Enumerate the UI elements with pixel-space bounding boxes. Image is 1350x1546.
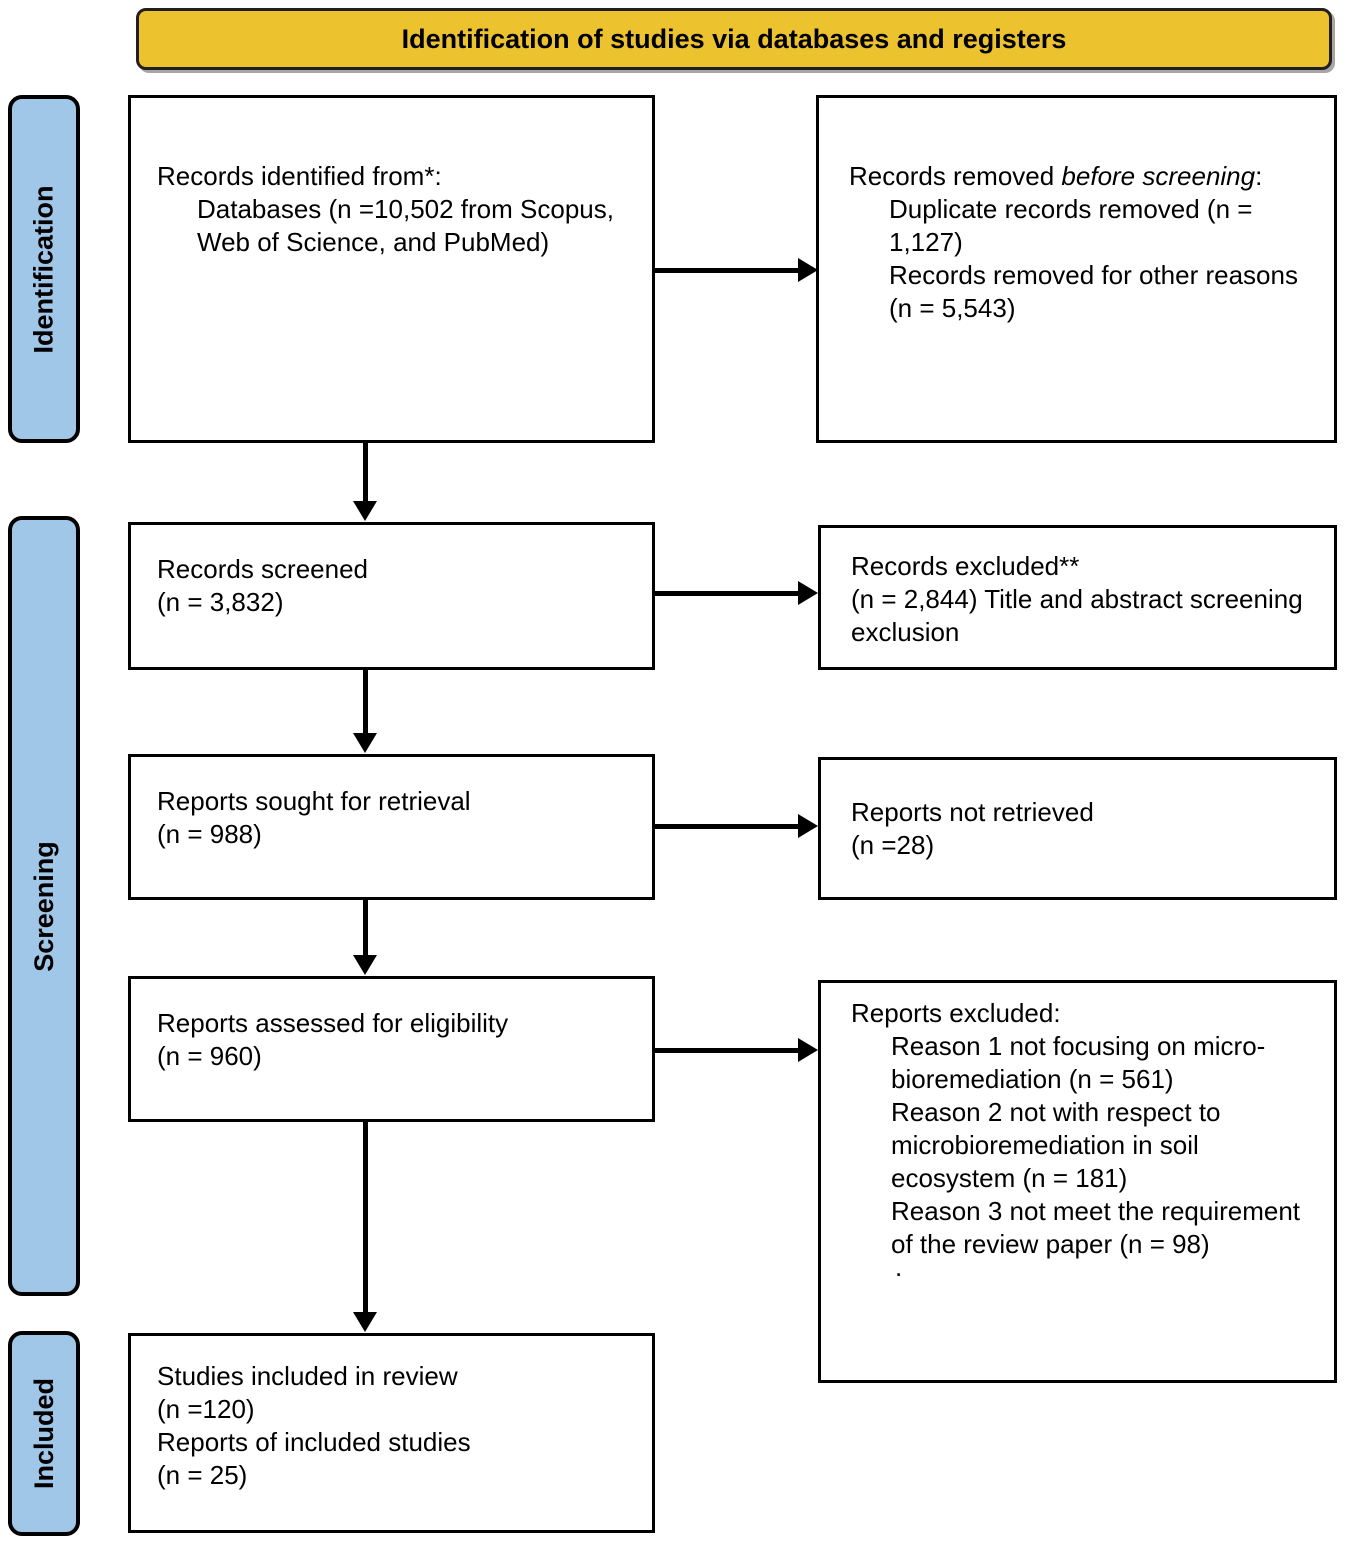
records-excluded-line-1: Records excluded**: [851, 551, 1080, 581]
reports-excluded-line-3: Reason 2 not with respect to microbiorem…: [891, 1097, 1221, 1194]
records-identified-line-2: Databases (n =10,502 from Scopus, Web of…: [197, 194, 614, 258]
arrow-screened-to-excluded: [655, 581, 818, 605]
box-records-excluded-content: Records excluded** (n = 2,844) Title and…: [851, 550, 1320, 649]
box-records-screened: Records screened (n = 3,832): [128, 522, 655, 670]
box-reports-sought-content: Reports sought for retrieval (n = 988): [157, 785, 640, 851]
reports-assessed-line-1: Reports assessed for eligibility: [157, 1008, 509, 1038]
arrow-identified-to-screened: [353, 443, 377, 521]
arrow-sought-to-not-retrieved: [655, 814, 818, 838]
box-records-removed-before-screening: Records removed before screening: Duplic…: [816, 95, 1337, 443]
arrow-screened-to-sought: [353, 670, 377, 753]
box-studies-included-content: Studies included in review (n =120) Repo…: [157, 1360, 640, 1492]
box-reports-sought-for-retrieval: Reports sought for retrieval (n = 988): [128, 754, 655, 900]
reports-excluded-line-4: Reason 3 not meet the requirement of the…: [891, 1196, 1301, 1260]
box-studies-included: Studies included in review (n =120) Repo…: [128, 1333, 655, 1533]
studies-included-line-1: Studies included in review: [157, 1361, 458, 1391]
box-reports-assessed-for-eligibility: Reports assessed for eligibility (n = 96…: [128, 976, 655, 1122]
stage-label-included-text: Included: [28, 1377, 59, 1490]
records-removed-line-3: Records removed for other reasons (n = 5…: [889, 260, 1298, 324]
stage-label-screening: Screening: [8, 516, 80, 1296]
arrow-identified-to-removed: [655, 258, 818, 282]
records-screened-line-1: Records screened: [157, 554, 368, 584]
reports-assessed-line-2: (n = 960): [157, 1041, 262, 1072]
arrow-assessed-to-reports-excluded: [655, 1038, 818, 1062]
records-removed-line-1-tail: :: [1255, 161, 1263, 191]
records-removed-line-1: Records removed before screening:: [849, 160, 1320, 193]
box-reports-not-retrieved-content: Reports not retrieved (n =28): [851, 796, 1320, 862]
reports-excluded-line-5: .: [895, 1252, 903, 1283]
box-records-identified-content: Records identified from*: Databases (n =…: [157, 160, 640, 259]
stage-label-included: Included: [8, 1331, 80, 1536]
reports-not-retrieved-line-1: Reports not retrieved: [851, 797, 1094, 827]
box-records-removed-content: Records removed before screening: Duplic…: [849, 160, 1320, 325]
box-reports-not-retrieved: Reports not retrieved (n =28): [818, 757, 1337, 900]
reports-sought-line-2: (n = 988): [157, 819, 262, 850]
reports-not-retrieved-line-2: (n =28): [851, 830, 935, 861]
box-reports-excluded-content: Reports excluded: Reason 1 not focusing …: [851, 997, 1320, 1283]
banner-title: Identification of studies via databases …: [401, 23, 1067, 54]
reports-excluded-line-2: Reason 1 not focusing on micro-bioremedi…: [891, 1031, 1266, 1095]
records-excluded-line-2: (n = 2,844) Title and abstract screening…: [851, 584, 1303, 648]
records-screened-line-2: (n = 3,832): [157, 587, 284, 618]
studies-included-line-2: (n =120): [157, 1394, 255, 1425]
studies-included-line-4: (n = 25): [157, 1460, 248, 1491]
records-removed-line-1-plain: Records removed: [849, 161, 1062, 191]
stage-label-screening-text: Screening: [28, 840, 59, 972]
records-removed-line-2: Duplicate records removed (n = 1,127): [889, 194, 1253, 258]
records-identified-line-1: Records identified from*:: [157, 161, 442, 191]
box-records-screened-content: Records screened (n = 3,832): [157, 553, 640, 619]
diagram-banner: Identification of studies via databases …: [136, 8, 1332, 70]
reports-sought-line-1: Reports sought for retrieval: [157, 786, 471, 816]
box-records-identified: Records identified from*: Databases (n =…: [128, 95, 655, 443]
stage-label-identification: Identification: [8, 95, 80, 443]
studies-included-line-3: Reports of included studies: [157, 1427, 471, 1458]
stage-label-identification-text: Identification: [28, 185, 59, 353]
reports-excluded-line-1: Reports excluded:: [851, 998, 1061, 1028]
records-removed-line-1-italic: before screening: [1061, 161, 1256, 191]
arrow-sought-to-assessed: [353, 900, 377, 975]
box-records-excluded: Records excluded** (n = 2,844) Title and…: [818, 525, 1337, 670]
box-reports-excluded: Reports excluded: Reason 1 not focusing …: [818, 980, 1337, 1383]
box-reports-assessed-content: Reports assessed for eligibility (n = 96…: [157, 1007, 640, 1073]
arrow-assessed-to-included: [353, 1122, 377, 1332]
